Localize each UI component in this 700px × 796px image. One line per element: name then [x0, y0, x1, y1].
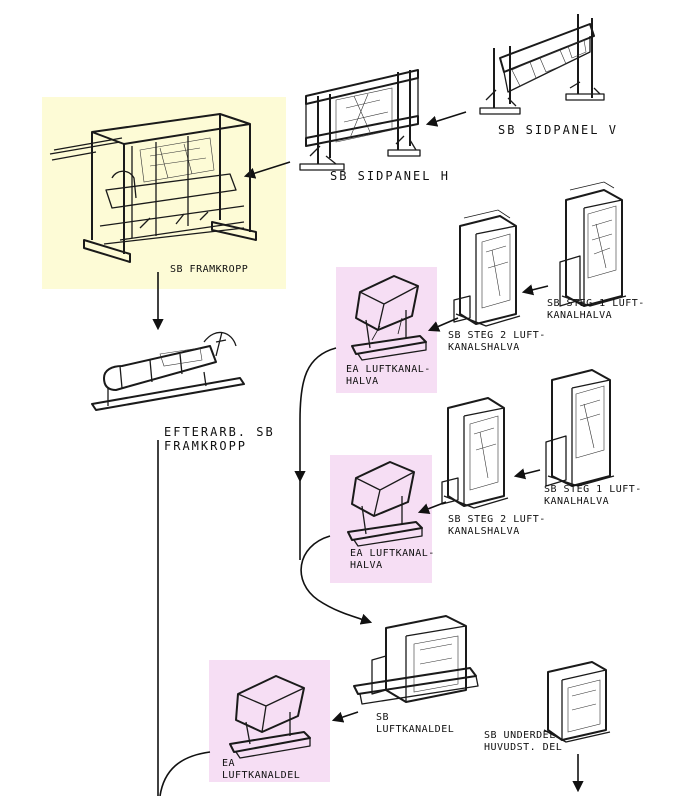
arrow-steg2-to-ea-a	[427, 317, 459, 332]
label-sb-sidpanel-h: SB SIDPANEL H	[330, 169, 450, 183]
label-sb-steg2-a-line1: SB STEG 2 LUFT-	[448, 330, 546, 341]
label-sb-steg1-b-line2: KANALHALVA	[544, 496, 609, 507]
label-sb-sidpanel-v: SB SIDPANEL V	[498, 123, 618, 137]
fixture-ea-luftkanalhalva-a	[351, 275, 427, 361]
label-sb-steg2-a-line2: KANALSHALVA	[448, 342, 520, 353]
label-sb-underdel-line2: HUVUDST. DEL	[484, 742, 562, 753]
label-sb-steg1-a-line2: KANALHALVA	[547, 310, 612, 321]
arrow-ea-b-to-luftkanaldel	[300, 535, 373, 625]
label-sb-steg1-b-line1: SB STEG 1 LUFT-	[544, 484, 642, 495]
highlight-ea-luftkanaldel	[209, 660, 330, 782]
label-ea-luftkanalhalva-b-line1: EA LUFTKANAL-	[350, 548, 435, 559]
label-efterarb-line1: EFTERARB. SB	[164, 425, 275, 439]
highlight-sb-framkropp	[42, 97, 286, 289]
label-ea-luftkanalhalva-a-line1: EA LUFTKANAL-	[346, 364, 431, 375]
fixture-sb-sidpanel-v	[479, 14, 605, 115]
fixture-sb-steg1-a	[559, 181, 627, 307]
fixture-sb-framkropp	[49, 113, 257, 263]
label-sb-luftkanaldel-line1: SB	[376, 712, 389, 723]
arrow-steg1-to-steg2-a	[521, 284, 549, 296]
highlight-ea-luftkanalhalva-2	[330, 455, 432, 583]
fixture-efterarb-framkropp	[91, 331, 245, 411]
label-sb-luftkanaldel-line2: LUFTKANALDEL	[376, 724, 454, 735]
arrow-v-to-h	[425, 111, 467, 127]
fixture-sb-sidpanel-h	[299, 69, 421, 171]
label-ea-luftkanalhalva-b-line2: HALVA	[350, 560, 383, 571]
fixture-sb-luftkanaldel	[353, 615, 479, 705]
label-sb-framkropp: SB FRAMKROPP	[170, 264, 248, 275]
fixture-sb-underdel	[543, 661, 611, 743]
fixture-ea-luftkanaldel	[229, 675, 311, 759]
highlight-ea-luftkanalhalva-1	[336, 267, 437, 393]
label-ea-luftkanalhalva-a-line2: HALVA	[346, 376, 379, 387]
fixture-sb-steg1-b	[545, 369, 615, 487]
arrow-ea-a-down	[294, 347, 337, 483]
label-sb-steg1-a-line1: SB STEG 1 LUFT-	[547, 298, 645, 309]
arrow-luftkanaldel-to-ea	[331, 711, 359, 723]
fixture-sb-steg2-a	[453, 209, 521, 327]
label-ea-luftkanaldel-line2: LUFTKANALDEL	[222, 770, 300, 781]
fixture-ea-luftkanalhalva-b	[347, 461, 423, 547]
label-ea-luftkanaldel-line1: EA	[222, 758, 235, 769]
label-sb-steg2-b-line2: KANALSHALVA	[448, 526, 520, 537]
arrow-steg2-to-ea-b	[417, 501, 447, 515]
arrow-h-to-framkropp	[243, 161, 291, 179]
label-efterarb-line2: FRAMKROPP	[164, 439, 247, 453]
label-sb-underdel-line1: SB UNDERDEL	[484, 730, 556, 741]
flow-ea-luftkanaldel-to-main	[159, 751, 211, 796]
label-sb-steg2-b-line1: SB STEG 2 LUFT-	[448, 514, 546, 525]
arrow-steg1-to-steg2-b	[513, 468, 541, 480]
fixture-sb-steg2-b	[441, 397, 509, 509]
